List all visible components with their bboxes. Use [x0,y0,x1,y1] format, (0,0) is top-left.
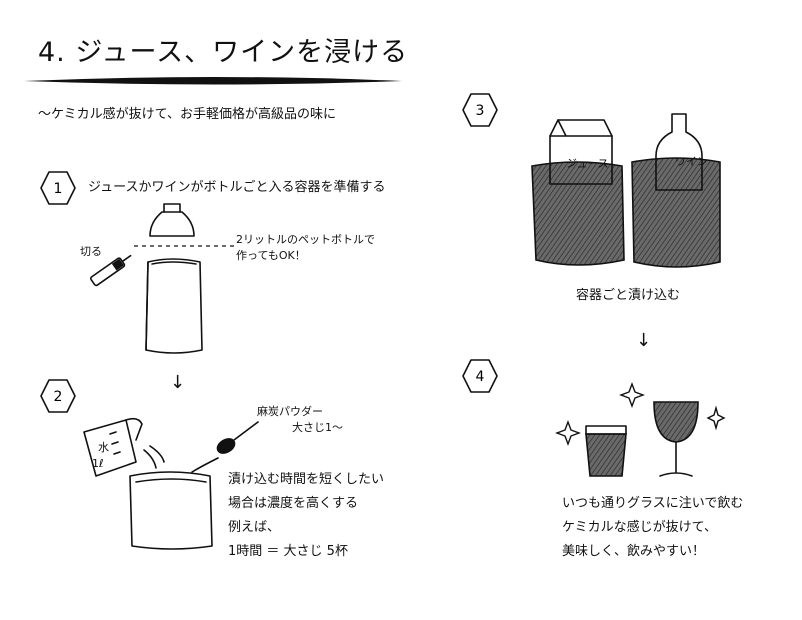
cut-label: 切る [80,245,102,258]
step-1-note-line-2: 作ってもOK！ [236,249,306,262]
step-3-caption: 容器ごと漬け込む [576,288,681,303]
step-3-number: 3 [476,103,485,119]
glasses-illustration [555,382,726,477]
step-2-badge: 2 [40,379,76,413]
step-4-text-line-3: 美味しく、飲みやすい！ [562,544,706,559]
step-1-heading: ジュースかワインがボトルごと入る容器を準備する [88,180,386,195]
cup-label-volume: 1ℓ [92,457,104,470]
mixing-illustration [83,417,259,550]
step-1-number: 1 [54,181,63,197]
powder-note-line-2: 大さじ1～ [292,421,343,434]
cup-label-water: 水 [98,441,109,454]
step-4-text-line-2: ケミカルな感じが抜けて、 [562,520,717,535]
step-1-badge: 1 [40,171,76,205]
juice-label: ジュース [566,157,609,170]
down-arrow-1: ↓ [170,372,186,393]
soaking-illustration [531,113,721,268]
step-2-text-line-1: 漬け込む時間を短くしたい [228,472,385,487]
page-title: 4. ジュース、ワインを浸ける [38,37,409,68]
step-2-text-line-2: 場合は濃度を高くする [228,496,359,511]
step-2-text-line-3: 例えば、 [228,520,281,535]
step-4-text-line-1: いつも通りグラスに注いで飲む [562,496,744,511]
step-4-badge: 4 [462,359,498,393]
step-1-note-line-1: 2リットルのペットボトルで [236,233,375,246]
down-arrow-2: ↓ [636,330,652,351]
step-3-badge: 3 [462,93,498,127]
cut-bottle-illustration [89,203,234,354]
subtitle: ～ケミカル感が抜けて、お手軽価格が高級品の味に [38,107,336,122]
step-4-number: 4 [476,369,485,385]
step-2-text-line-4: 1時間 ＝ 大さじ 5杯 [228,544,348,559]
title-underline [24,77,402,85]
powder-note-line-1: 麻炭パウダー [257,405,323,418]
step-2-number: 2 [54,389,63,405]
wine-label: ワイン [675,155,708,168]
